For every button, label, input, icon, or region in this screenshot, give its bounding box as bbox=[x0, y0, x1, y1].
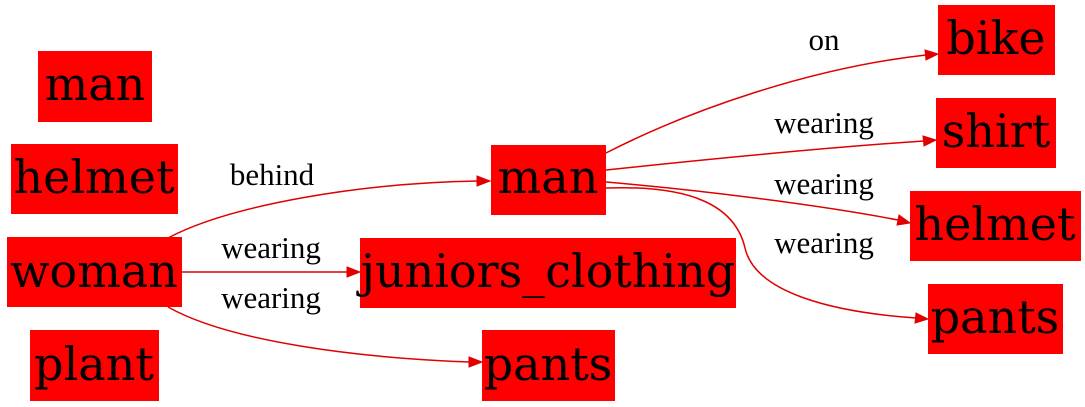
arrowhead bbox=[924, 49, 940, 61]
node-shirt: shirt bbox=[936, 98, 1056, 168]
edge-label-behind: behind bbox=[230, 157, 315, 192]
arrowhead bbox=[914, 312, 930, 324]
node-box bbox=[11, 144, 178, 214]
node-label: plant bbox=[34, 337, 154, 391]
node-bike: bike bbox=[938, 5, 1055, 75]
edge-man-wearing-shirt: wearing bbox=[605, 105, 938, 171]
edge-line bbox=[605, 140, 925, 171]
arrowhead bbox=[476, 175, 492, 187]
arrowhead bbox=[468, 356, 484, 368]
node-box bbox=[360, 238, 736, 308]
node-man-center: man bbox=[491, 145, 606, 215]
node-box bbox=[928, 284, 1063, 354]
edge-label-wearing: wearing bbox=[221, 230, 321, 265]
edge-label-wearing: wearing bbox=[774, 166, 874, 201]
node-label: bike bbox=[946, 11, 1045, 65]
node-box bbox=[7, 237, 182, 307]
node-juniors-clothing: juniors_clothing bbox=[356, 238, 736, 308]
edge-man-on-bike: on bbox=[605, 22, 940, 154]
node-box bbox=[938, 5, 1055, 75]
node-pants-bottom: pants bbox=[482, 330, 615, 401]
node-label: helmet bbox=[915, 197, 1076, 251]
node-label: man bbox=[45, 57, 146, 111]
node-label: pants bbox=[931, 290, 1060, 344]
node-box bbox=[936, 98, 1056, 168]
node-label: pants bbox=[484, 337, 613, 391]
edge-line bbox=[605, 186, 917, 319]
edge-woman-wearing-juniors-clothing: wearing bbox=[182, 230, 362, 278]
node-box bbox=[482, 330, 615, 401]
node-box bbox=[910, 191, 1081, 261]
node-label: man bbox=[498, 150, 599, 204]
node-box bbox=[38, 51, 152, 122]
node-pants-right: pants bbox=[928, 284, 1063, 354]
node-label: helmet bbox=[14, 150, 175, 204]
node-helmet-left: helmet bbox=[11, 144, 178, 214]
edge-woman-behind-man: behind bbox=[167, 157, 492, 239]
edge-label-wearing: wearing bbox=[774, 225, 874, 260]
node-plant: plant bbox=[30, 330, 159, 401]
arrowhead bbox=[346, 266, 362, 278]
edge-label-wearing: wearing bbox=[774, 105, 874, 140]
edge-man-wearing-pants: wearing bbox=[605, 186, 930, 324]
arrowhead bbox=[922, 135, 938, 147]
node-woman: woman bbox=[7, 237, 182, 307]
edge-label-on: on bbox=[809, 22, 841, 57]
node-label: woman bbox=[10, 244, 178, 298]
edge-line bbox=[605, 54, 927, 154]
edge-label-wearing: wearing bbox=[221, 280, 321, 315]
node-box bbox=[30, 330, 159, 401]
node-label: shirt bbox=[942, 104, 1051, 158]
node-helmet-right: helmet bbox=[910, 191, 1081, 261]
edge-man-wearing-helmet: wearing bbox=[605, 166, 912, 226]
node-man-top: man bbox=[38, 51, 152, 122]
arrowhead bbox=[896, 214, 912, 226]
edge-line bbox=[167, 180, 479, 239]
edge-line bbox=[605, 181, 899, 221]
node-box bbox=[491, 145, 606, 215]
node-label: juniors_clothing bbox=[356, 244, 736, 298]
edge-line bbox=[167, 306, 471, 363]
edge-woman-wearing-pants: wearing bbox=[167, 280, 484, 368]
